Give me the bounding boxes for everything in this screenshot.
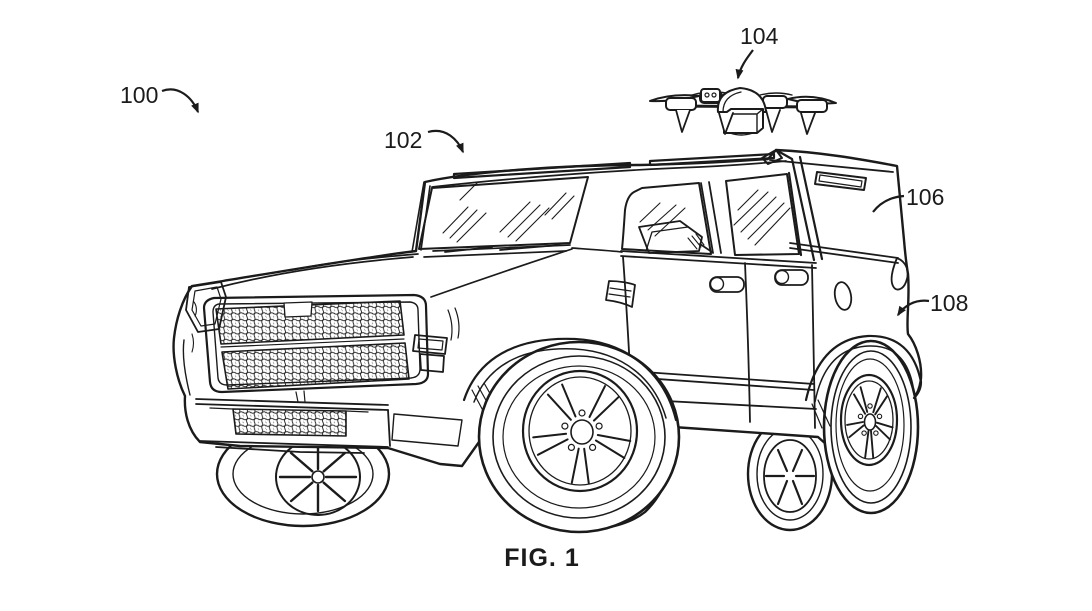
windshield-glass-hatching [442, 181, 575, 243]
front-wheel-spokes [532, 383, 632, 485]
roof [431, 152, 787, 188]
ref-label-102: 102 [384, 127, 422, 153]
right-headlight [412, 334, 448, 373]
ref-label-100: 100 [120, 82, 158, 108]
cab-windows [621, 148, 824, 262]
rear-wheel-lugs [857, 403, 883, 436]
rear-wheel-spokes [846, 386, 894, 459]
leader-arrow-104 [735, 49, 754, 80]
drone-camera-box [700, 88, 721, 103]
grille-mesh-lower [221, 342, 410, 390]
drone-drawing [649, 87, 837, 136]
truck-drawing [172, 148, 923, 534]
reference-labels [161, 49, 930, 317]
front-bumper [182, 339, 505, 454]
windshield [411, 176, 589, 253]
drone-landing-legs [675, 109, 816, 135]
drone-rotor-pod [665, 97, 697, 111]
side-mirror [638, 220, 713, 254]
drone-rotor-pod [762, 95, 788, 109]
drone-rotor-pod [796, 99, 828, 113]
rear-pillar-teardrop [890, 257, 909, 291]
left-headlight [185, 281, 227, 353]
front-door-handle [709, 276, 745, 293]
leader-arrow-108 [897, 299, 930, 317]
front-wheel-lugs [561, 409, 603, 451]
ref-label-108: 108 [930, 290, 968, 316]
ref-label-106: 106 [906, 184, 944, 210]
leader-arrow-100 [161, 88, 200, 114]
grille [202, 293, 430, 403]
reference-numerals: 100 102 104 106 108 [120, 23, 968, 316]
hood-lines [211, 244, 623, 298]
ref-label-104: 104 [740, 23, 779, 49]
bumper-mesh [232, 408, 347, 437]
rear-fender-flare [804, 334, 923, 429]
front-fender-flare [462, 337, 678, 422]
rear-door-handle [774, 269, 809, 286]
leader-arrow-102 [427, 129, 465, 154]
truck-cap [761, 149, 899, 264]
front-wheel [477, 340, 681, 534]
grille-mesh-upper [215, 300, 405, 345]
figure-caption: FIG. 1 [504, 544, 579, 572]
doors [447, 250, 817, 429]
leader-line-106 [872, 194, 905, 213]
rear-wheel [822, 339, 920, 515]
rear-quarter [833, 257, 909, 311]
fender-vent [605, 280, 636, 308]
